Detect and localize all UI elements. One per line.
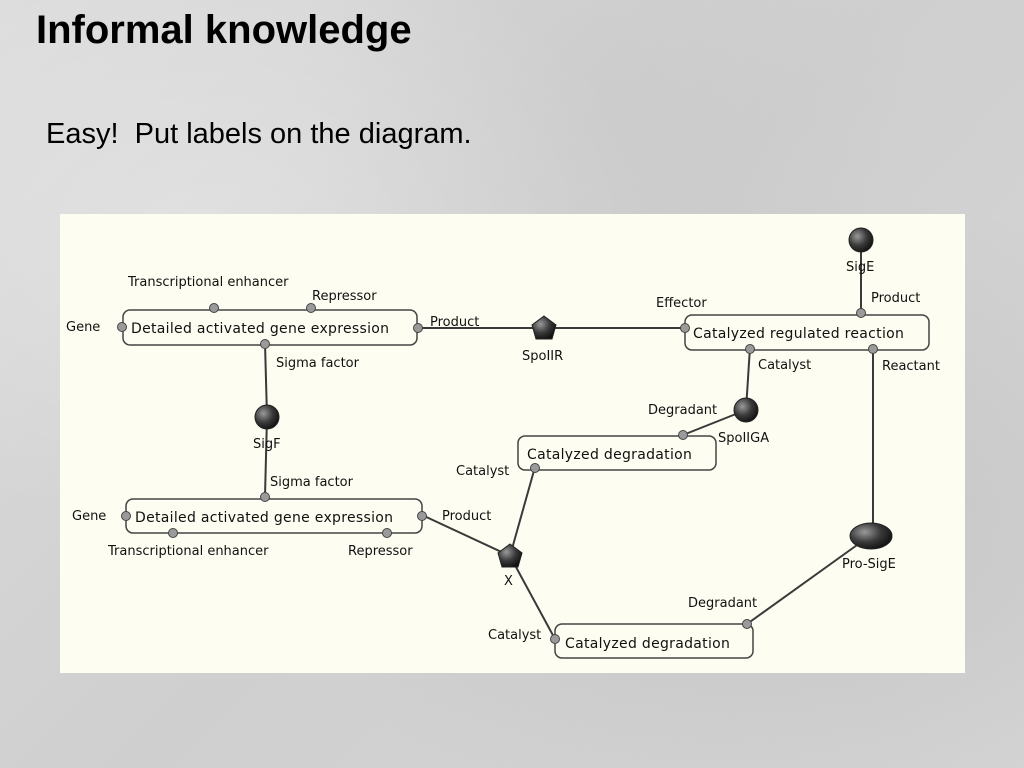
role-ge2-sigma: Sigma factor (270, 475, 354, 490)
port-deg1-catalyst[interactable] (530, 463, 540, 473)
port-ge1-product[interactable] (413, 323, 423, 333)
pathway-diagram-panel: Detailed activated gene expression Catal… (60, 214, 965, 673)
port-deg2-catalyst[interactable] (550, 634, 560, 644)
reaction-ge2[interactable]: Detailed activated gene expression (125, 498, 423, 534)
port-crr-product[interactable] (856, 308, 866, 318)
port-deg2-degradant[interactable] (742, 619, 752, 629)
pathway-diagram: Detailed activated gene expression Catal… (66, 227, 940, 659)
edge-ge2-product-x (421, 514, 511, 557)
species-sigf-label: SigF (253, 437, 281, 452)
ports (117, 303, 878, 644)
role-ge2-gene: Gene (72, 509, 106, 524)
species-spoiiga[interactable]: SpoIIGA (718, 397, 769, 446)
edge-prosige-deg2-degradant (746, 534, 872, 625)
species-sige[interactable]: SigE (846, 227, 874, 275)
slide-title: Informal knowledge (36, 8, 412, 52)
port-crr-reactant[interactable] (868, 344, 878, 354)
species-x[interactable]: X (497, 543, 523, 589)
port-crr-effector[interactable] (680, 323, 690, 333)
reaction-ge1-label: Detailed activated gene expression (131, 321, 389, 337)
edge-x-deg2-catalyst (509, 555, 556, 640)
port-ge2-gene[interactable] (121, 511, 131, 521)
species-spoiiga-label: SpoIIGA (718, 431, 769, 446)
species-spoiir[interactable]: SpoIIR (522, 315, 563, 364)
port-deg1-degradant[interactable] (678, 430, 688, 440)
species-pro-sige-label: Pro-SigE (842, 557, 896, 572)
role-ge2-product: Product (442, 509, 491, 524)
role-crr-catalyst: Catalyst (758, 358, 811, 373)
role-crr-product: Product (871, 291, 920, 306)
port-crr-catalyst[interactable] (745, 344, 755, 354)
edge-x-deg1-catalyst (509, 466, 536, 557)
reaction-crr-label: Catalyzed regulated reaction (693, 326, 904, 342)
species-spoiir-label: SpoIIR (522, 349, 563, 364)
reaction-crr[interactable]: Catalyzed regulated reaction (684, 314, 930, 351)
role-ge1-repressor: Repressor (312, 289, 377, 304)
reaction-deg1-label: Catalyzed degradation (527, 447, 692, 463)
reaction-ge2-label: Detailed activated gene expression (135, 510, 393, 526)
port-ge2-product[interactable] (417, 511, 427, 521)
port-ge2-enhancer[interactable] (168, 528, 178, 538)
role-ge1-gene: Gene (66, 320, 100, 335)
species-x-label: X (504, 574, 513, 589)
species-pro-sige[interactable]: Pro-SigE (842, 522, 896, 572)
role-deg1-degradant: Degradant (648, 403, 717, 418)
port-ge1-repressor[interactable] (306, 303, 316, 313)
port-ge1-enhancer[interactable] (209, 303, 219, 313)
role-ge2-enhancer: Transcriptional enhancer (107, 544, 269, 559)
role-deg1-catalyst: Catalyst (456, 464, 509, 479)
role-deg2-catalyst: Catalyst (488, 628, 541, 643)
role-ge1-sigma: Sigma factor (276, 356, 360, 371)
port-ge2-sigma[interactable] (260, 492, 270, 502)
reaction-ge1[interactable]: Detailed activated gene expression (122, 309, 418, 346)
role-ge1-product: Product (430, 315, 479, 330)
role-labels: Transcriptional enhancer Repressor Gene … (66, 275, 940, 643)
role-deg2-degradant: Degradant (688, 596, 757, 611)
role-ge2-repressor: Repressor (348, 544, 413, 559)
reaction-deg2[interactable]: Catalyzed degradation (554, 623, 754, 659)
role-ge1-enhancer: Transcriptional enhancer (127, 275, 289, 290)
edge-sigf-ge2-sigma (264, 416, 268, 497)
role-crr-effector: Effector (656, 296, 707, 311)
slide-body-text: Easy! Put labels on the diagram. (46, 118, 472, 150)
reaction-deg1[interactable]: Catalyzed degradation (517, 435, 717, 471)
reaction-deg2-label: Catalyzed degradation (565, 636, 730, 652)
edges (264, 240, 874, 640)
species-sigf[interactable]: SigF (253, 404, 281, 452)
role-crr-reactant: Reactant (882, 359, 940, 374)
port-ge1-sigma[interactable] (260, 339, 270, 349)
port-ge2-repressor[interactable] (382, 528, 392, 538)
port-ge1-gene[interactable] (117, 322, 127, 332)
species-sige-label: SigE (846, 260, 874, 275)
